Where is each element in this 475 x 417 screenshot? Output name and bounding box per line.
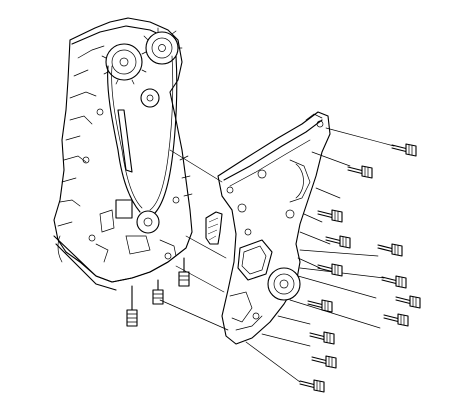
bolt-icon bbox=[325, 235, 351, 249]
bolt-icon bbox=[152, 279, 164, 305]
bolt-icon bbox=[395, 295, 421, 309]
bolt-icon bbox=[299, 379, 325, 393]
bolt-icon bbox=[311, 355, 337, 369]
bolt-icon bbox=[178, 257, 190, 287]
bolt-icon bbox=[391, 143, 417, 157]
bolt-icon bbox=[383, 313, 409, 327]
bolt-icon bbox=[307, 299, 333, 313]
lower-bolt-set bbox=[126, 257, 190, 327]
engine-block-drawing bbox=[53, 17, 193, 291]
bolt-icon bbox=[309, 331, 335, 345]
bolt-icon bbox=[377, 243, 403, 257]
bolt-icon bbox=[381, 275, 407, 289]
bolt-icon bbox=[317, 263, 343, 277]
gasket-drawing bbox=[205, 211, 223, 245]
timing-chain-cover-drawing bbox=[217, 111, 331, 345]
bolt-icon bbox=[126, 285, 138, 327]
bolt-icon bbox=[317, 209, 343, 223]
bolt-icon bbox=[347, 165, 373, 179]
